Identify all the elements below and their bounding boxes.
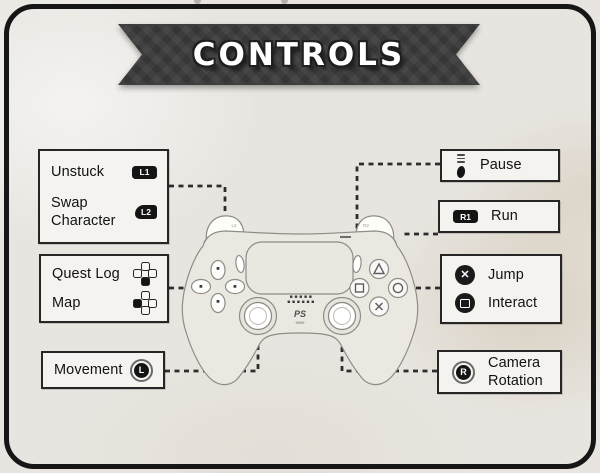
control-row-swap-character: Swap Character L2 — [40, 194, 167, 230]
dpad-up-button — [210, 259, 226, 281]
control-box-movement: Movement L — [41, 351, 165, 389]
left-stick-letter: L — [134, 362, 149, 378]
swap-character-label: Swap Character — [51, 194, 116, 229]
dpad — [190, 259, 246, 314]
options-button-icon — [455, 153, 467, 179]
circle-glyph-icon — [392, 282, 404, 294]
circle-button — [387, 277, 409, 299]
touchpad — [245, 241, 354, 295]
triangle-button — [368, 258, 390, 280]
control-box-pause: Pause — [440, 149, 560, 182]
page-title: CONTROLS — [192, 36, 406, 73]
control-box-camera: R Camera Rotation — [437, 350, 562, 394]
control-row-camera-rotation: R Camera Rotation — [439, 354, 560, 390]
connector-line-left-stick — [165, 340, 260, 373]
cross-glyph-icon — [375, 302, 383, 311]
l2-trigger-label: L2 — [231, 223, 237, 228]
right-stick-letter: R — [456, 364, 471, 380]
cropped-text-artifact — [194, 0, 201, 4]
banner-ribbon: CONTROLS — [118, 24, 480, 85]
control-row-jump: ✕ Jump — [442, 264, 560, 285]
right-stick-icon: R — [452, 360, 475, 384]
r2-trigger-label: R2 — [363, 223, 369, 228]
control-row-quest-log: Quest Log — [41, 261, 167, 286]
control-row-unstuck: Unstuck L1 — [40, 163, 167, 181]
controller-illustration: L2 L1 R2 R1 — [181, 215, 419, 386]
dpad-down-icon — [133, 261, 157, 286]
dpad-down-button — [210, 292, 226, 314]
triangle-glyph-icon — [372, 262, 386, 275]
control-box-run: R1 Run — [438, 200, 560, 233]
square-button — [349, 277, 370, 299]
unstuck-label: Unstuck — [51, 164, 105, 181]
left-stick — [238, 296, 278, 336]
speaker-grille — [287, 295, 314, 303]
dpad-left-icon — [133, 291, 157, 316]
control-box-face-buttons: ✕ Jump Interact — [440, 254, 562, 324]
control-row-pause: Pause — [442, 153, 558, 179]
control-box-shoulder-left: Unstuck L1 Swap Character L2 — [38, 149, 169, 244]
square-button-icon — [455, 293, 475, 314]
face-buttons — [349, 258, 409, 317]
movement-label: Movement — [54, 361, 123, 378]
quest-log-label: Quest Log — [52, 265, 120, 282]
pause-label: Pause — [480, 157, 522, 174]
interact-label: Interact — [488, 295, 538, 312]
playstation-logo-icon: PS — [294, 309, 306, 319]
cross-button-icon: ✕ — [455, 264, 475, 285]
connector-line-shoulder-left — [169, 184, 227, 212]
mute-button — [295, 321, 305, 324]
cropped-text-artifact — [281, 0, 288, 4]
l1-button-icon: L1 — [132, 165, 157, 179]
controls-banner: CONTROLS — [118, 24, 480, 85]
left-stick-icon: L — [130, 358, 153, 382]
square-glyph-icon — [354, 283, 365, 293]
l2-button-icon: L2 — [135, 204, 157, 219]
control-row-interact: Interact — [442, 293, 560, 314]
control-row-run: R1 Run — [440, 207, 558, 225]
camera-rotation-label: Camera Rotation — [488, 354, 543, 389]
r1-button-icon: R1 — [453, 210, 478, 223]
control-box-dpad: Quest Log Map — [39, 254, 169, 323]
right-stick — [322, 296, 362, 336]
control-row-map: Map — [41, 291, 167, 316]
options-button — [352, 254, 362, 274]
control-row-movement: Movement L — [43, 358, 163, 382]
create-button — [235, 254, 245, 274]
connector-line-right-stick — [340, 340, 437, 373]
jump-label: Jump — [488, 266, 524, 283]
run-label: Run — [491, 208, 518, 225]
map-label: Map — [52, 295, 81, 312]
